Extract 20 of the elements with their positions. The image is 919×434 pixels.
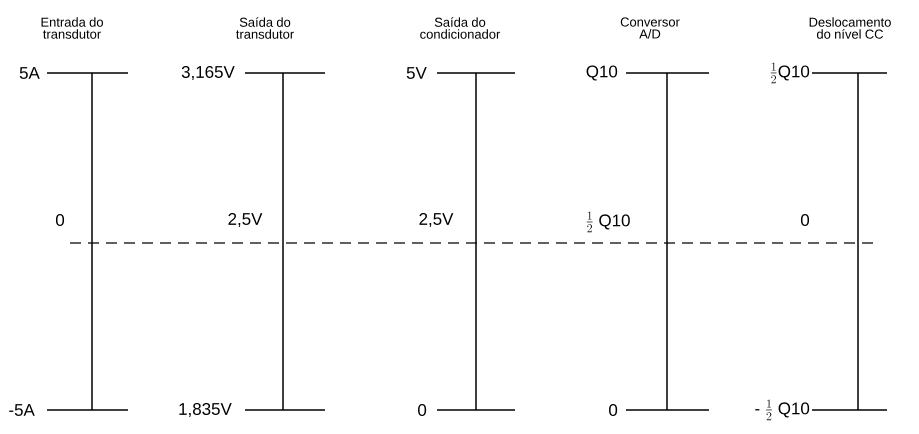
column-heading: Saída do transdutor — [236, 17, 294, 39]
value-label: 5A — [20, 67, 40, 79]
column-heading: Deslocamento do nível CC — [810, 17, 891, 39]
value-label: 1,835V — [179, 403, 232, 417]
value-label: $\text{- }\frac{1}{2}\text{ Q10}$ — [755, 400, 810, 420]
value-label: 5V — [406, 67, 427, 79]
value-label: 0 — [418, 404, 426, 416]
column-heading: Conversor A/D — [620, 17, 680, 39]
value-label: 3,165V — [182, 66, 235, 80]
value-label: 0 — [56, 214, 64, 226]
value-label: 0 — [800, 214, 810, 226]
value-label: 2,5V — [228, 213, 262, 227]
value-label: 2,5V — [419, 213, 454, 227]
column-heading: Saída do condicionador — [420, 17, 500, 39]
value-label: 0 — [609, 404, 618, 416]
value-label: Q10 — [586, 65, 618, 80]
value-label: -5A — [9, 404, 35, 416]
value-label: $\frac{1}{2}\text{ Q10}$ — [586, 212, 630, 232]
value-label: $\frac{1}{2}\text{Q10}$ — [770, 62, 810, 84]
column-heading: Entrada do transdutor — [42, 17, 103, 39]
